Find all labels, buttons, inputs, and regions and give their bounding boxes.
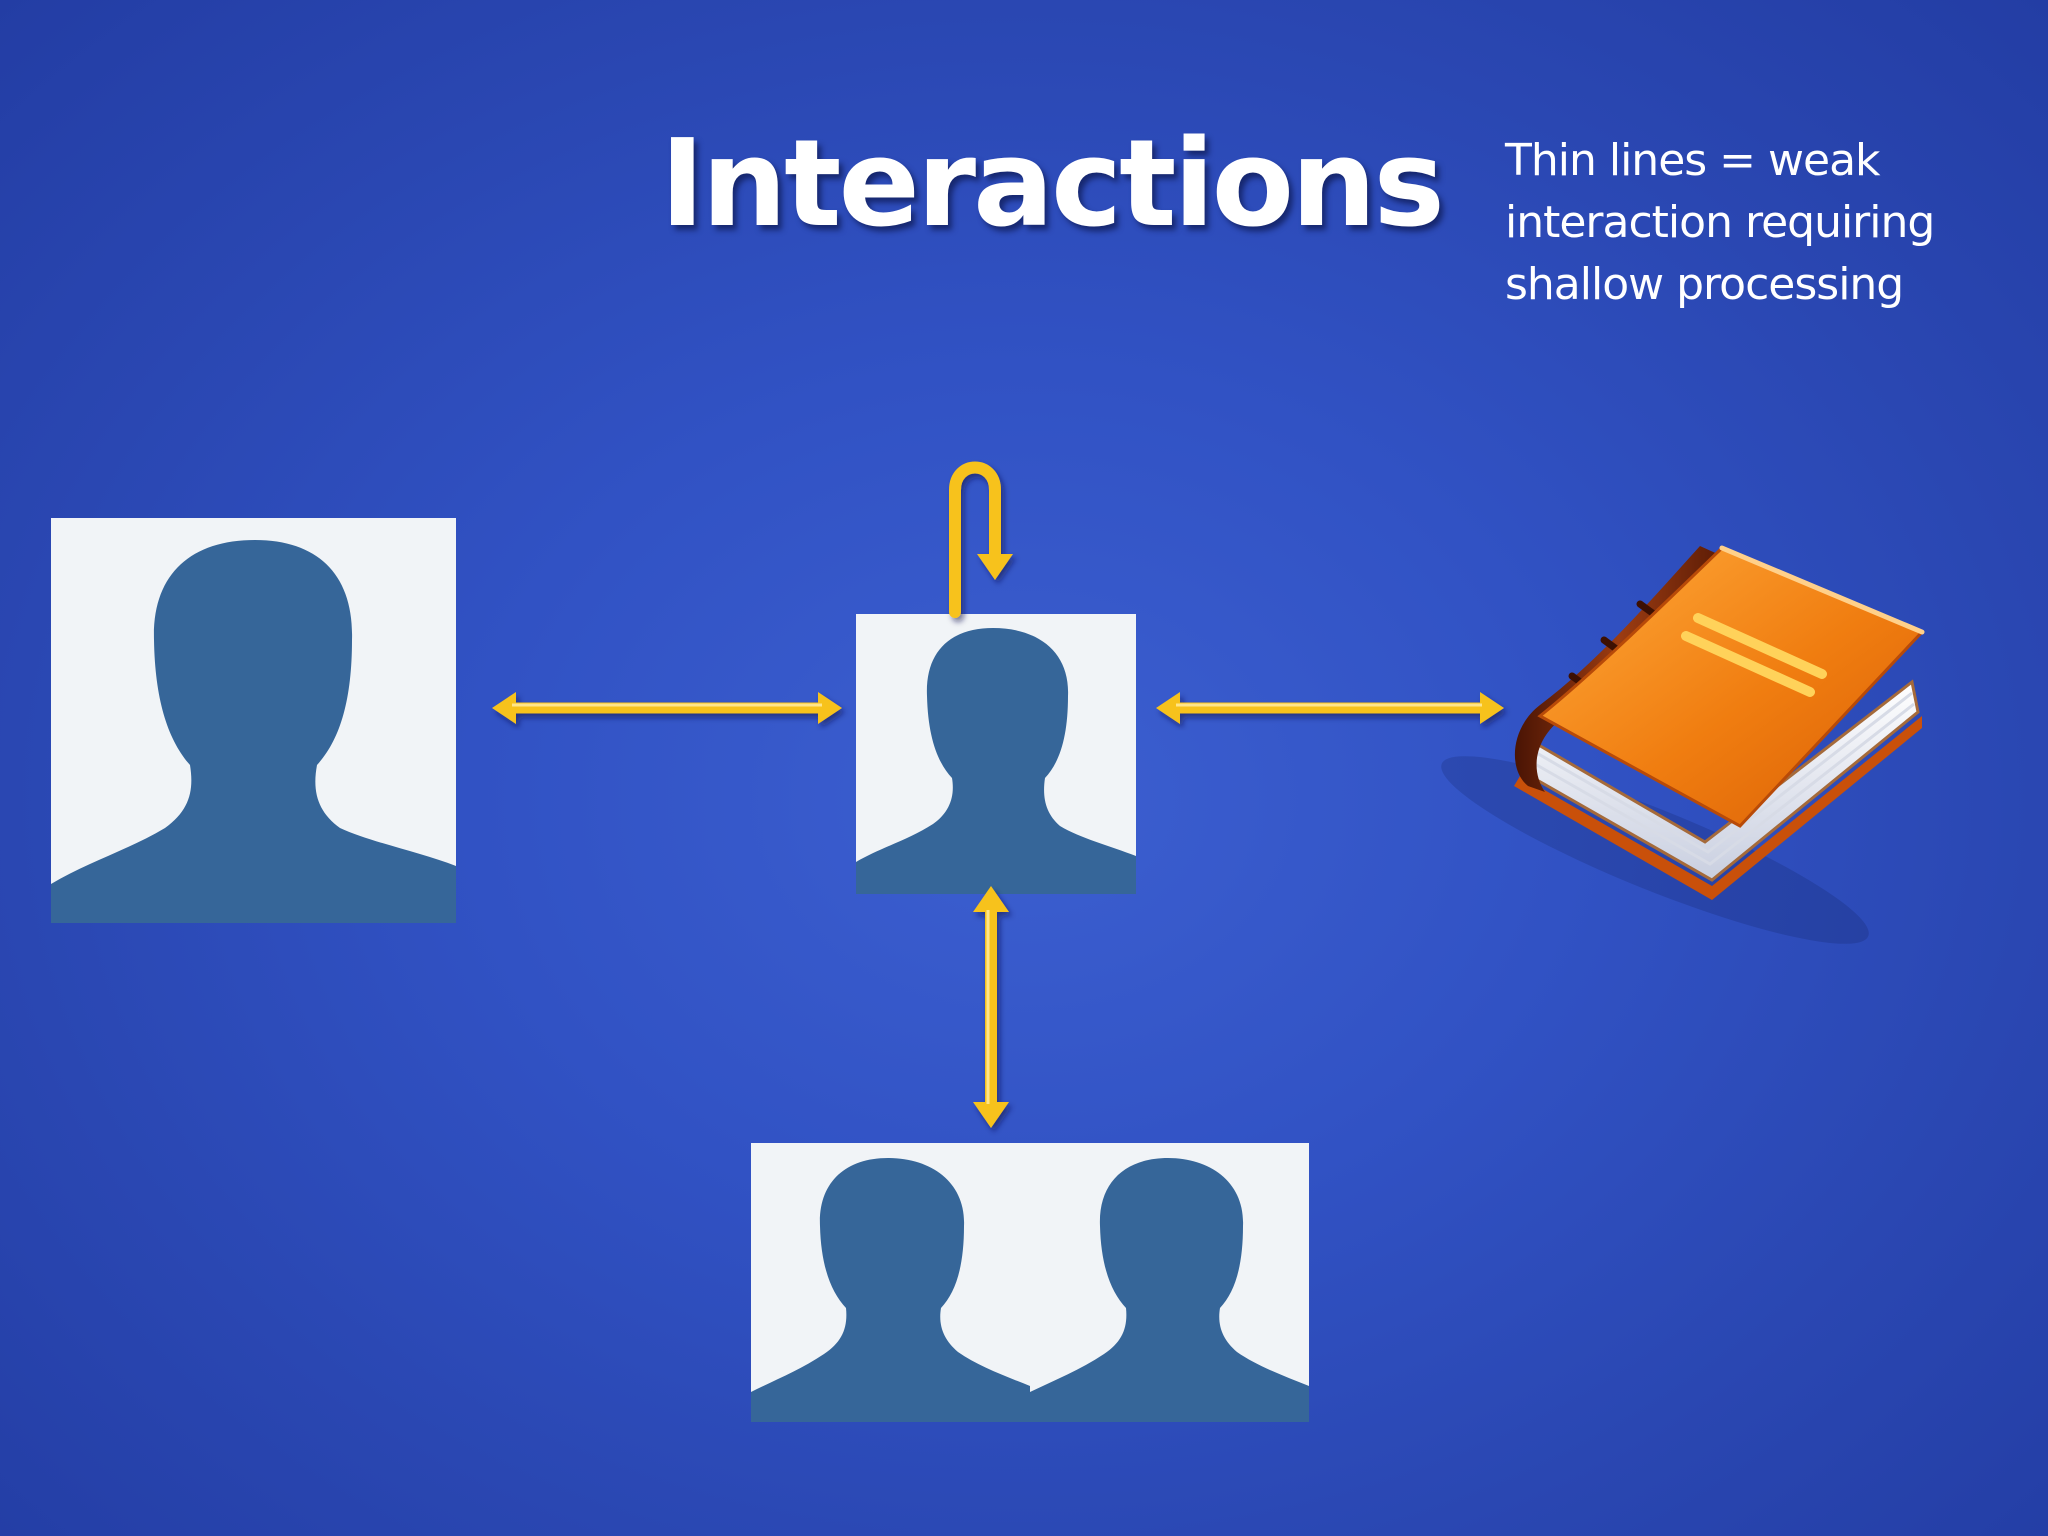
slide-title: Interactions [660, 115, 1445, 254]
left-person-card [51, 518, 456, 923]
legend-note: Thin lines = weak interaction requiring … [1505, 130, 2005, 316]
person-silhouette-icon [856, 628, 1136, 894]
arrow-self-loop [949, 461, 1013, 618]
book-icon [1441, 545, 1925, 944]
arrow-book [1156, 692, 1504, 724]
legend-note-line-1: Thin lines = weak [1505, 135, 1881, 186]
legend-note-line-3: shallow processing [1505, 259, 1904, 310]
book-cover [1537, 546, 1925, 828]
center-person-card [856, 614, 1136, 894]
person-silhouette-icon [1030, 1158, 1309, 1422]
arrow-group [973, 886, 1009, 1128]
person-silhouette-icon [751, 1158, 1030, 1422]
person-silhouette-icon [51, 540, 456, 923]
arrow-left-person [492, 692, 842, 724]
group-card [751, 1143, 1309, 1422]
legend-note-line-2: interaction requiring [1505, 197, 1935, 248]
